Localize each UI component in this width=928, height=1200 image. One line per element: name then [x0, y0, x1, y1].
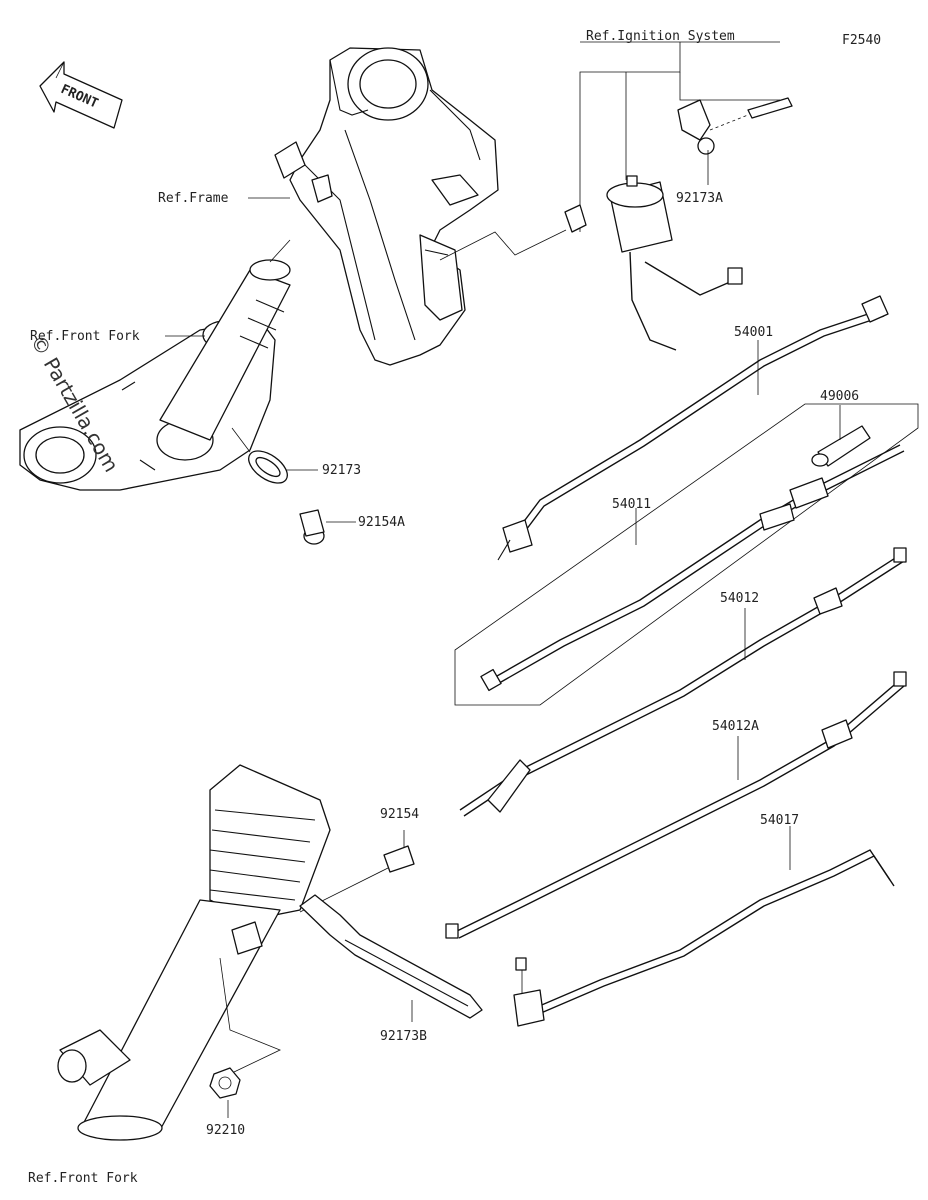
- bolt-92154-part: [299, 830, 415, 913]
- part-54017-label: 54017: [760, 813, 799, 828]
- part-49006-label: 49006: [820, 389, 859, 404]
- part-54012-label: 54012: [720, 591, 759, 606]
- part-92173A-label: 92173A: [676, 191, 723, 206]
- ref-ignition-system-label: Ref.Ignition System: [586, 29, 735, 44]
- front-arrow-icon: FRONT: [39, 61, 123, 129]
- diagram-code: F2540: [842, 33, 881, 48]
- part-92154-label: 92154: [380, 807, 419, 822]
- part-54001-label: 54001: [734, 325, 773, 340]
- part-92173B-label: 92173B: [380, 1029, 427, 1044]
- front-fork-lower-part: [57, 764, 331, 1141]
- cable-54017-part: [513, 826, 895, 1027]
- part-54012A-label: 54012A: [712, 719, 759, 734]
- boot-49006-part: [811, 405, 871, 467]
- part-92173-label: 92173: [322, 463, 361, 478]
- ref-front-fork-top-label: Ref.Front Fork: [30, 329, 140, 344]
- part-92210-label: 92210: [206, 1123, 245, 1138]
- part-92154A-label: 92154A: [358, 515, 405, 530]
- cable-54012A-part: [445, 671, 907, 939]
- ref-frame-label: Ref.Frame: [158, 191, 229, 206]
- bracket-92173B-part: [299, 894, 483, 1022]
- triple-clamp-part: [19, 259, 291, 491]
- cable-54001-part: [497, 295, 889, 561]
- bolt-92154A-part: [299, 509, 356, 545]
- ignition-coil-part: [439, 41, 793, 351]
- clip-92173-part: [231, 427, 318, 484]
- cable-54011-part: [454, 403, 919, 706]
- nut-92210-part: [209, 957, 281, 1118]
- part-54011-label: 54011: [612, 497, 651, 512]
- cable-54012-part: [459, 547, 907, 817]
- ref-front-fork-bottom-label: Ref.Front Fork: [28, 1171, 138, 1186]
- frame-part: [274, 47, 499, 366]
